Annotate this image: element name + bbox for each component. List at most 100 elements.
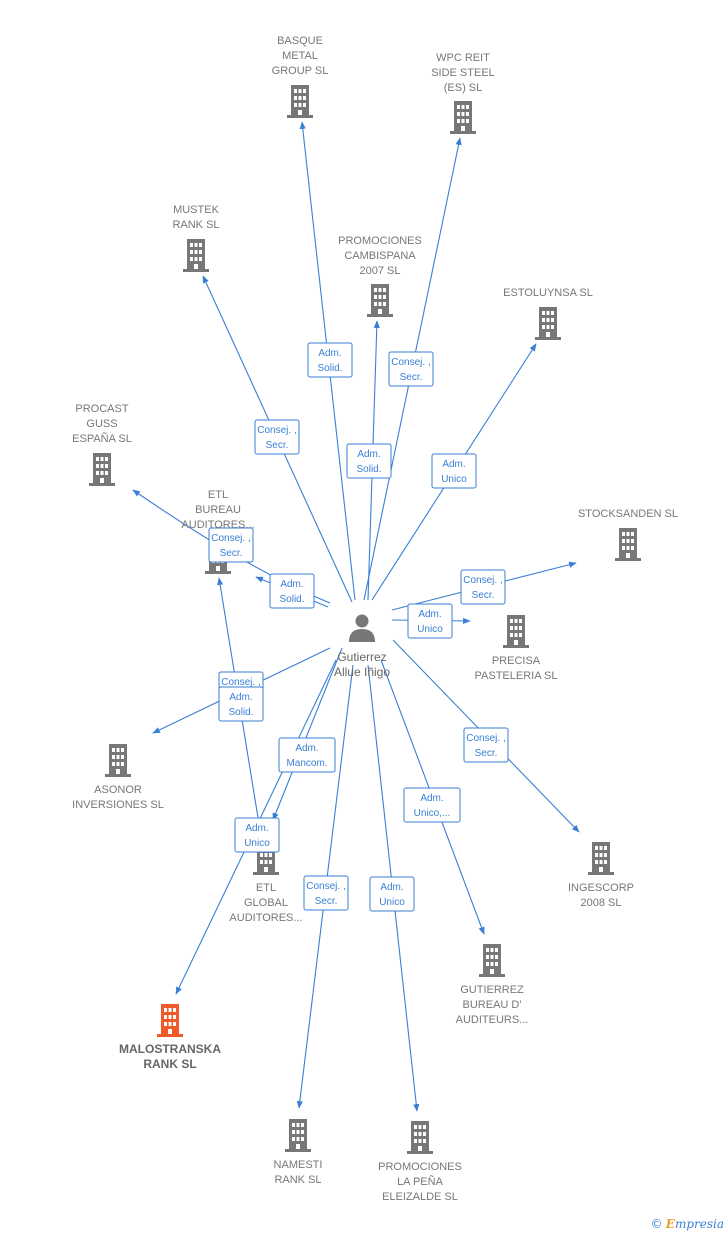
role-label: Adm. [418, 609, 441, 620]
company-name-line: MALOSTRANSKA [119, 1042, 221, 1056]
role-label: Solid. [228, 707, 253, 718]
company-name-line: PROMOCIONES [378, 1161, 462, 1173]
role-badge-box [460, 569, 506, 605]
company-name-line: RANK SL [143, 1057, 196, 1071]
role-label: Unico [441, 474, 467, 485]
role-label: Adm. [357, 449, 380, 460]
role-label: Secr. [400, 372, 423, 383]
role-label: Consej. , [257, 425, 296, 436]
role-badge[interactable]: Adm. Solid. [307, 342, 353, 378]
company-name-line: PROMOCIONES [338, 235, 422, 247]
building-icon [535, 307, 561, 340]
role-badge-box [388, 351, 434, 387]
company-name-line: 2008 SL [581, 897, 622, 909]
role-badge[interactable]: Adm. Unico [431, 453, 477, 489]
company-name-line: GUTIERREZ [460, 984, 524, 996]
company-name-line: CAMBISPANA [344, 250, 416, 262]
role-badge-box [254, 419, 300, 455]
role-label: Solid. [317, 363, 342, 374]
company-node-mustek[interactable]: MUSTEK RANK SL [172, 204, 220, 272]
role-label: Secr. [315, 896, 338, 907]
role-badge[interactable]: Consej. ,Secr. [254, 419, 300, 455]
company-name-line: RANK SL [172, 219, 219, 231]
person-icon [349, 614, 375, 642]
company-node-ingescorp[interactable]: INGESCORP 2008 SL [568, 842, 634, 909]
role-label: Mancom. [286, 758, 327, 769]
company-name-line: PASTELERIA SL [475, 670, 558, 682]
role-label: Adm. [420, 793, 443, 804]
company-name-line: MUSTEK [173, 204, 220, 216]
role-label: Adm. [280, 579, 303, 590]
role-badge[interactable]: Adm.Solid. [269, 573, 315, 609]
building-icon [105, 744, 131, 777]
role-label: Solid. [356, 464, 381, 475]
role-badge[interactable]: Consej. , Secr. [388, 351, 434, 387]
company-name: MUSTEK RANK SL [172, 204, 219, 231]
role-badge[interactable]: Consej. ,Secr. [208, 527, 254, 563]
role-label: Adm. [380, 882, 403, 893]
company-node-estoluynsa[interactable]: ESTOLUYNSA SL [503, 287, 593, 340]
role-badge[interactable]: Adm.Unico [407, 603, 453, 639]
building-icon [367, 284, 393, 317]
brand-logo-initial: E [665, 1217, 675, 1231]
company-name-line: LA PEÑA [397, 1175, 444, 1188]
company-name-line: METAL [282, 50, 318, 62]
role-label: Adm. [318, 348, 341, 359]
building-icon [407, 1121, 433, 1154]
company-name-line: BASQUE [277, 35, 323, 47]
company-name-line: BUREAU D' [463, 999, 522, 1011]
role-label: Consej. , [466, 733, 505, 744]
role-badge[interactable]: Adm. Solid. [346, 443, 392, 479]
company-name-line: AUDITORES... [229, 912, 302, 924]
person-name-line: Allue Iñigo [334, 665, 390, 679]
building-icon [285, 1119, 311, 1152]
role-label: Secr. [220, 548, 243, 559]
role-badge-box [303, 875, 349, 911]
role-badge[interactable]: Consej. , Secr. [463, 727, 509, 763]
role-label: Consej. , [306, 881, 345, 892]
role-label: Unico,... [414, 808, 451, 819]
company-name-line: INGESCORP [568, 882, 634, 894]
role-badge[interactable]: Consej. ,Secr. [460, 569, 506, 605]
role-label: Adm. [442, 459, 465, 470]
role-badge[interactable]: Adm.Mancom. [278, 737, 336, 773]
role-label: Adm. [229, 692, 252, 703]
role-badge[interactable]: Consej. , Secr. [303, 875, 349, 911]
person-name-line: Gutierrez [337, 650, 386, 664]
role-label: Secr. [475, 748, 498, 759]
role-badge[interactable]: Adm.Unico [369, 876, 415, 912]
role-badge[interactable]: Adm. Solid. [218, 686, 264, 722]
company-name-line: WPC REIT [436, 52, 490, 64]
role-badge[interactable]: Adm.Unico [234, 817, 280, 853]
role-badge-box [403, 787, 461, 823]
company-name-line: ESPAÑA SL [72, 432, 132, 445]
brand-footer: © Empresia [650, 1217, 724, 1231]
role-badge-box [463, 727, 509, 763]
role-label: Secr. [472, 590, 495, 601]
company-node-stocksanden[interactable]: STOCKSANDEN SL [578, 508, 678, 561]
relation-edge-etl_bureau [272, 647, 343, 821]
role-badge[interactable]: Adm. Unico,... [403, 787, 461, 823]
role-label: Consej. , [391, 357, 430, 368]
